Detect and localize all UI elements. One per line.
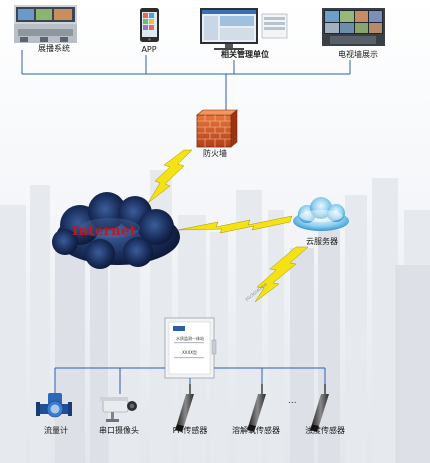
management-unit-label: 相关管理单位 — [221, 50, 269, 59]
firewall-label: 防火墙 — [203, 149, 227, 158]
station-title: 水质监测一体站 — [176, 336, 204, 341]
display-system-label: 展播系统 — [38, 44, 70, 53]
management-computer-image — [200, 8, 288, 50]
lightning-cloud-station — [254, 246, 309, 303]
bottom-bus-wires — [54, 367, 326, 394]
app-phone-image — [140, 8, 159, 42]
station-model: XXXX型 — [182, 350, 197, 355]
ellipsis-more-sensors: ... — [288, 396, 297, 406]
monitoring-station-device — [164, 317, 217, 379]
dissolved-oxygen-sensor-icon — [247, 384, 266, 432]
sensor-label: 浊度传感器 — [305, 426, 345, 435]
display-system-image — [14, 5, 77, 43]
video-wall-label: 电视墙展示 — [338, 50, 378, 59]
lightning-internet-cloud — [177, 215, 293, 234]
serial-camera-icon — [100, 397, 137, 422]
sensor-label: 串口摄像头 — [99, 426, 139, 435]
top-bus-wires — [21, 50, 351, 113]
sensor-label: PH传感器 — [172, 426, 208, 435]
lightning-firewall-internet — [147, 149, 193, 204]
cloud-server-icon — [293, 197, 349, 231]
sensor-label: 溶解氧传感器 — [232, 426, 280, 435]
ph-sensor-icon — [175, 384, 194, 432]
flowmeter-icon — [36, 393, 72, 418]
sensor-label: 流量计 — [44, 426, 68, 435]
cloud-server-label: 云服务器 — [306, 237, 338, 246]
turbidity-sensor-icon — [310, 384, 329, 432]
app-label: APP — [141, 45, 157, 54]
firewall-icon — [196, 109, 238, 148]
video-wall-image — [322, 8, 385, 46]
internet-cloud — [52, 192, 180, 269]
internet-label: Internet — [72, 224, 137, 239]
